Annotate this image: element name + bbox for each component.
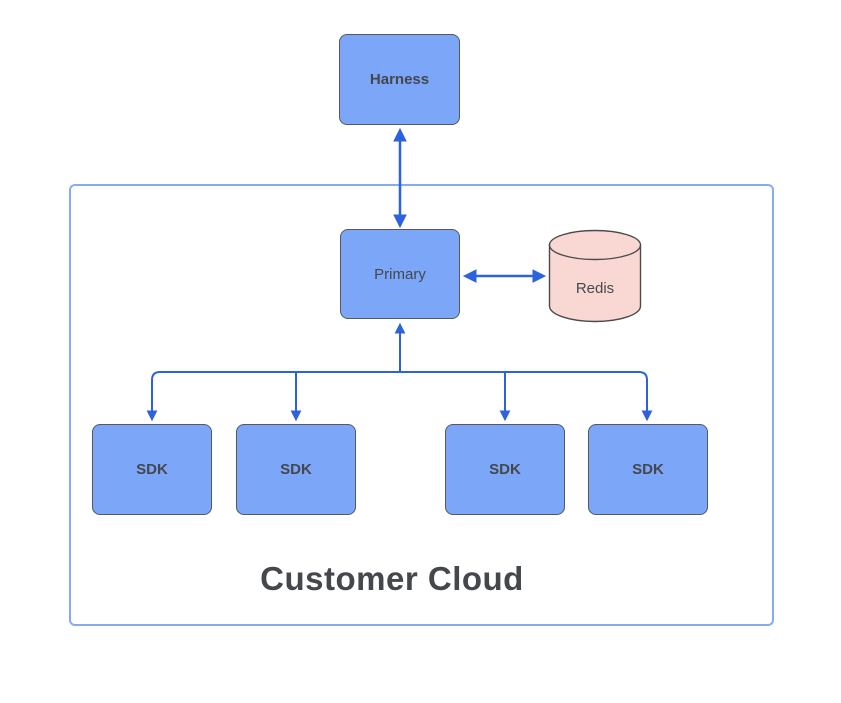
node-sdk-1-label: SDK [136, 461, 168, 478]
node-harness-label: Harness [369, 71, 430, 88]
node-sdk-4: SDK [588, 424, 708, 515]
customer-cloud-container [69, 184, 774, 626]
node-primary: Primary [340, 229, 460, 319]
customer-cloud-label: Customer Cloud [260, 560, 524, 597]
node-primary-label: Primary [374, 265, 426, 283]
node-redis: Redis [548, 229, 642, 323]
node-redis-label: Redis [575, 279, 615, 297]
node-harness: Harness [339, 34, 460, 125]
node-sdk-2-label: SDK [280, 461, 312, 478]
node-sdk-1: SDK [92, 424, 212, 515]
node-sdk-2: SDK [236, 424, 356, 515]
node-sdk-3: SDK [445, 424, 565, 515]
redis-cylinder-icon [548, 229, 642, 323]
node-sdk-4-label: SDK [632, 461, 664, 478]
node-sdk-3-label: SDK [489, 461, 521, 478]
